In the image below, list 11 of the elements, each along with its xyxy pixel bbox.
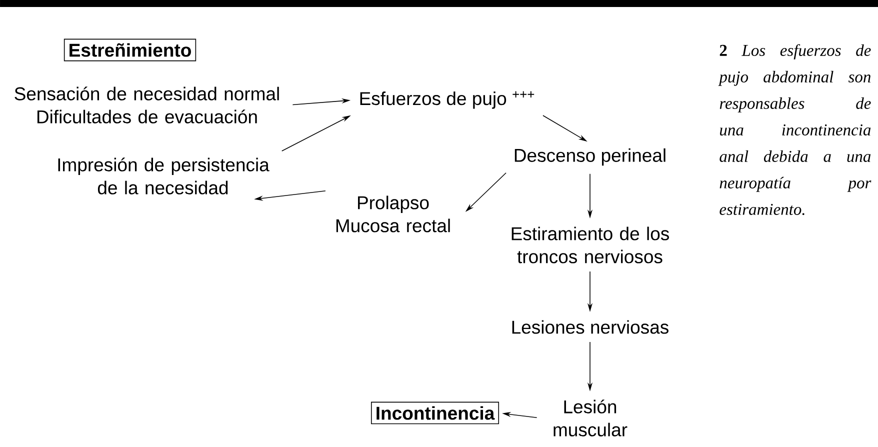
node-text: Lesiones nerviosas — [512, 320, 668, 334]
node-text: Esfuerzos de pujo $^{+++}$ — [360, 91, 534, 109]
node-text: Estiramiento de los troncos nerviosos — [512, 226, 669, 264]
boxed-label: Incontinencia — [371, 402, 500, 424]
boxed-label: Estreñimiento — [64, 38, 196, 62]
node-text: Descenso perineal — [514, 148, 666, 166]
node-text: Lesión muscular — [554, 400, 628, 436]
node-text: Impresión de persistencia de la necesidad — [58, 158, 270, 194]
node-text: Sensación de necesidad normal Dificultades de evacuación — [14, 86, 279, 124]
caption: 2 Los esfuerzos de pujo abdominal son responsables de una incontinencia anal debida a una neuropatía por estiramiento. — [718, 44, 872, 216]
node-text: Prolapso Mucosa rectal — [336, 196, 450, 232]
